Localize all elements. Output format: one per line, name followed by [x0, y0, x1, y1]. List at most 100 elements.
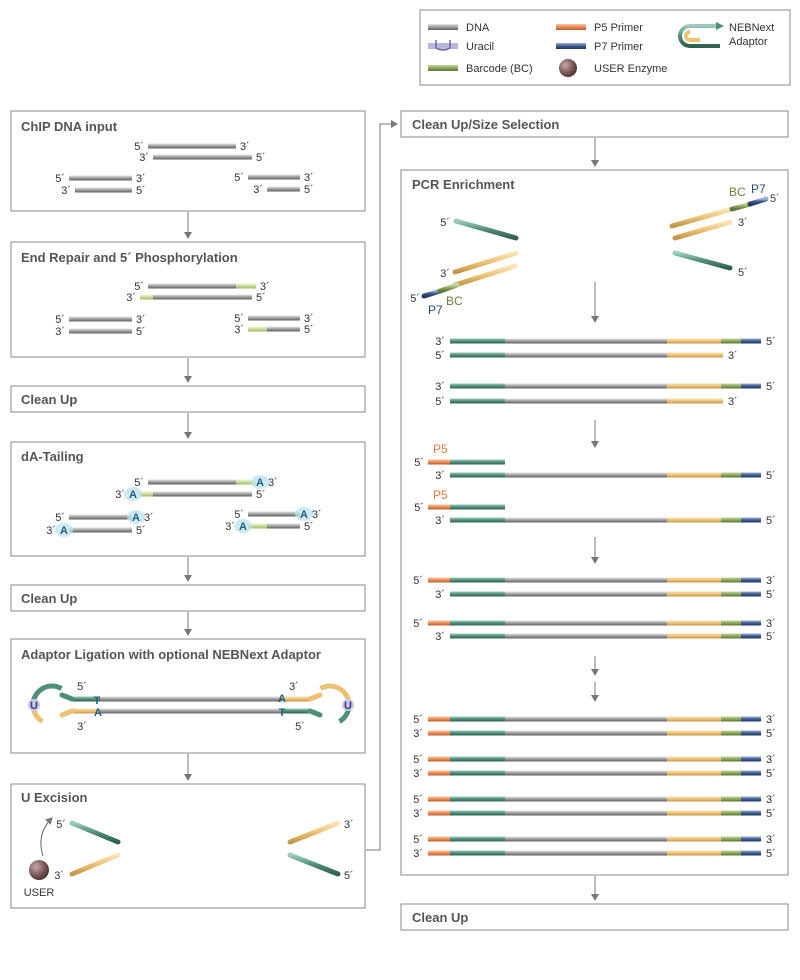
flow-connector: [366, 120, 398, 851]
legend-barcode-label: Barcode (BC): [466, 63, 533, 75]
dna-strand: [505, 770, 667, 776]
adaptor-segment: [450, 770, 505, 776]
strand-end-label: 3´: [55, 326, 65, 338]
strand-end-label: 3´: [766, 754, 776, 766]
p7-segment: [741, 472, 761, 478]
strand-end-label: 5´: [738, 267, 748, 279]
adaptor-segment: [667, 796, 721, 802]
p7-segment: [741, 633, 761, 639]
step-title-end-repair: End Repair and 5´ Phosphorylation: [21, 250, 238, 265]
ligated-a-base: A: [278, 693, 286, 705]
strand-end-label: 5´: [413, 575, 423, 587]
strand-end-label: 5´: [766, 631, 776, 643]
a-tail-base: A: [256, 477, 264, 489]
strand-end-label: 5´: [234, 313, 244, 325]
strand-end-label: 3´: [136, 173, 146, 185]
strand-end-label: 3´: [738, 217, 748, 229]
p7-segment: [741, 577, 761, 583]
a-tail-glow: [234, 519, 252, 533]
a-tail-base: A: [129, 489, 137, 501]
p7-segment: [741, 770, 761, 776]
dna-strand: [75, 187, 132, 193]
strand-end-label: 5´: [766, 728, 776, 740]
strand-end-label: 5´: [413, 618, 423, 630]
step-box-chip-input: [10, 110, 366, 212]
strand-end-label: 3´: [766, 794, 776, 806]
strand-end-label: 5´: [256, 152, 266, 164]
adaptor-segment: [667, 591, 721, 597]
strand-end-label: 3´: [440, 268, 450, 280]
legend-p7-swatch: [556, 43, 586, 49]
strand-end-label: 3´: [435, 381, 445, 393]
legend-adaptor-label-1: NEBNext: [729, 22, 774, 34]
barcode-segment: [721, 338, 741, 344]
adaptor-segment: [307, 692, 323, 702]
p7-segment: [741, 756, 761, 762]
adaptor-segment: [450, 517, 505, 523]
strand-end-label: 3´: [77, 721, 87, 733]
adaptor-segment: [282, 696, 310, 702]
step-title-u-excision: U Excision: [21, 790, 88, 805]
strand-end-label: 5´: [304, 184, 314, 196]
p7-segment: [741, 850, 761, 856]
dna-strand: [148, 283, 236, 289]
step-title-cleanup-size: Clean Up/Size Selection: [412, 117, 559, 132]
adaptor-segment: [450, 850, 505, 856]
adaptor-segment: [667, 756, 721, 762]
p5-segment: [428, 716, 450, 722]
strand-end-label: 5´: [55, 173, 65, 185]
barcode-segment: [437, 282, 460, 294]
strand-end-label: 5´: [77, 681, 87, 693]
barcode-segment: [721, 577, 741, 583]
adaptor-arm: [287, 820, 341, 845]
p7-primer: [421, 288, 443, 299]
dna-strand: [148, 143, 236, 149]
strand-end-label: 3´: [260, 281, 270, 293]
strand-end-label: 3´: [46, 525, 56, 537]
p5-segment: [428, 850, 450, 856]
barcode-segment: [729, 201, 753, 212]
strand-end-label: 5´: [413, 714, 423, 726]
adaptor-segment: [450, 472, 505, 478]
dna-strand: [69, 527, 132, 533]
adaptor-segment: [307, 708, 323, 718]
excision-arrow: [40, 817, 53, 857]
adaptor-segment: [72, 696, 100, 702]
p5-segment: [428, 504, 450, 510]
dna-strand: [248, 511, 300, 517]
step-box-da-tailing: [10, 441, 366, 557]
end-repair-segment: [248, 326, 267, 332]
strand-end-label: 3´: [344, 819, 354, 831]
uracil-marker: [342, 699, 354, 711]
strand-end-label: 5´: [136, 326, 146, 338]
dna-strand: [505, 810, 667, 816]
adaptor-arm: [672, 219, 733, 241]
barcode-segment: [721, 383, 741, 389]
ligated-a-base: A: [94, 707, 102, 719]
barcode-segment: [721, 716, 741, 722]
adaptor-arm: [672, 250, 733, 271]
step-title-chip-input: ChIP DNA input: [21, 119, 118, 134]
adaptor-segment: [450, 836, 505, 842]
dna-strand: [505, 716, 667, 722]
barcode-segment: [721, 633, 741, 639]
adaptor-arm: [287, 852, 341, 877]
p7-segment: [741, 730, 761, 736]
p5-segment: [428, 730, 450, 736]
legend-uracil-swatch: [428, 43, 458, 49]
p7-primer: [747, 196, 769, 207]
bc-label: BC: [729, 185, 746, 199]
dna-strand: [505, 383, 667, 389]
strand-end-label: 5´: [234, 172, 244, 184]
strand-end-label: 3´: [728, 350, 738, 362]
step-box-cleanup-1: [10, 385, 366, 413]
dna-strand: [505, 836, 667, 842]
strand-end-label: 5´: [134, 477, 144, 489]
adaptor-segment: [667, 850, 721, 856]
strand-end-label: 5´: [770, 193, 780, 205]
strand-end-label: 3´: [126, 292, 136, 304]
adaptor-arm: [452, 250, 519, 275]
strand-end-label: 5´: [56, 819, 66, 831]
adaptor-arm: [69, 852, 121, 877]
dna-strand: [505, 633, 667, 639]
